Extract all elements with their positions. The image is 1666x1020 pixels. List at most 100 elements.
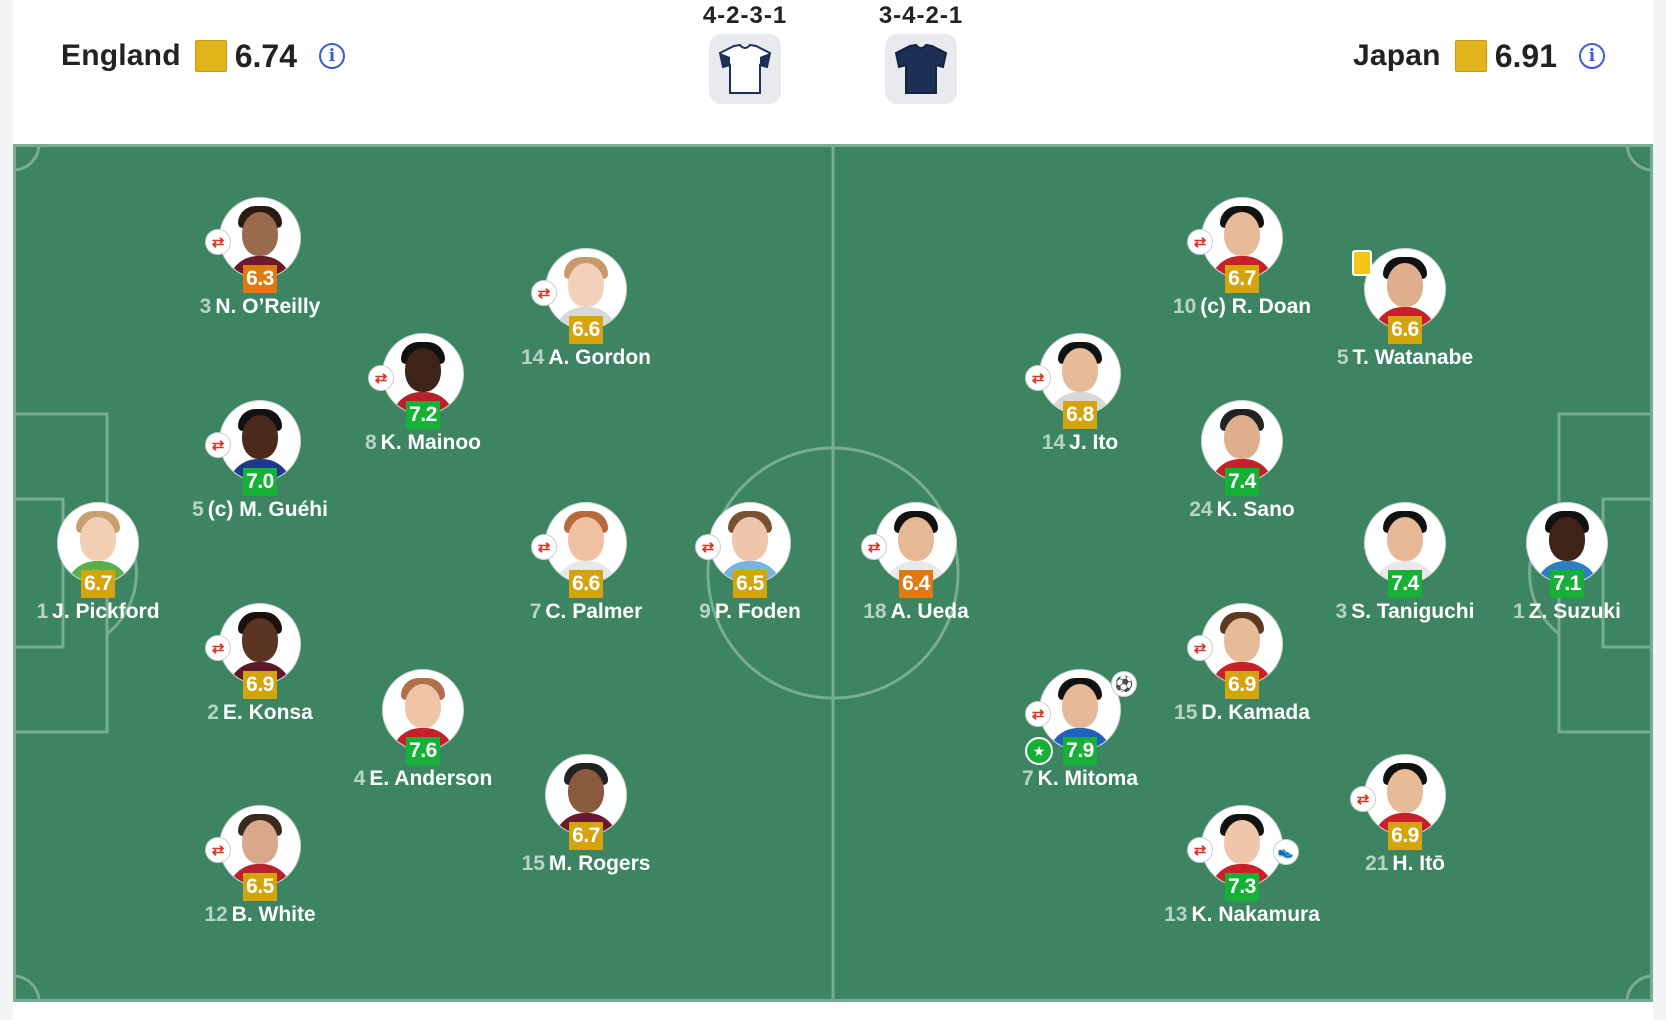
lineup-header: England 6.74 i 4-2-3-1 3-4-2-1 — [13, 0, 1653, 144]
player-number: 14 — [520, 346, 545, 369]
player-number: 2 — [207, 701, 219, 724]
player-rating: 6.7 — [1225, 265, 1259, 293]
away-team-name[interactable]: Japan — [1353, 39, 1441, 72]
home-team: England 6.74 i — [61, 34, 346, 78]
substitution-icon: ⇄ — [1025, 365, 1051, 391]
player-number: 5 — [1336, 346, 1349, 369]
substitution-icon: ⇄ — [861, 534, 887, 560]
player-number: 7 — [1021, 767, 1034, 790]
player-number: 7 — [529, 600, 542, 623]
substitution-icon: ⇄ — [1187, 837, 1213, 863]
player-number: 18 — [863, 600, 887, 623]
player-name-text: Z. Suzuki — [1528, 600, 1621, 623]
player-name-text: K. Mitoma — [1037, 767, 1139, 790]
goal-icon: ⚽ — [1111, 671, 1137, 697]
player-rating: 7.2 — [406, 401, 440, 429]
star-icon: ★ — [1025, 737, 1053, 765]
substitution-icon: ⇄ — [531, 280, 557, 306]
player-number: 14 — [1041, 431, 1066, 454]
player-name-text: A. Ueda — [890, 600, 969, 623]
player-rating: 7.6 — [406, 737, 440, 765]
player-name-text: E. Konsa — [222, 701, 313, 724]
player-name-text: C. Palmer — [545, 600, 643, 623]
info-icon[interactable]: i — [1579, 43, 1605, 69]
player-rating: 6.6 — [1388, 316, 1422, 344]
player-rating: 6.5 — [243, 873, 277, 901]
player-name-text: (c) R. Doan — [1200, 295, 1312, 318]
pitch-lines — [13, 144, 1653, 1002]
player-rating: 6.5 — [733, 570, 767, 598]
player-name-text: H. Itō — [1392, 852, 1445, 875]
player-number: 13 — [1164, 903, 1188, 926]
player-rating: 7.4 — [1388, 570, 1422, 598]
home-formation: 4-2-3-1 — [685, 2, 805, 104]
player-name-text: P. Foden — [714, 600, 801, 623]
player-name-text: K. Nakamura — [1191, 903, 1320, 926]
player-name-text: E. Anderson — [369, 767, 493, 790]
home-team-name[interactable]: England — [61, 39, 181, 72]
substitution-icon: ⇄ — [1350, 786, 1376, 812]
player-card[interactable]: ⇄ 7.0 5(c) M. Guéhi — [170, 400, 350, 522]
substitution-icon: ⇄ — [531, 534, 557, 560]
substitution-icon: ⇄ — [205, 432, 231, 458]
player-rating: 6.8 — [1063, 401, 1097, 429]
player-rating: 7.3 — [1225, 873, 1259, 901]
player-rating: 6.9 — [243, 671, 277, 699]
player-rating: 6.7 — [81, 570, 115, 598]
player-name-text: J. Pickford — [52, 600, 160, 623]
player-number: 21 — [1365, 852, 1389, 875]
player-rating: 6.7 — [569, 822, 603, 850]
player-number: 4 — [353, 767, 366, 790]
info-icon[interactable]: i — [319, 43, 346, 69]
boot-icon: 👟 — [1273, 839, 1299, 865]
player-number: 3 — [1335, 600, 1348, 623]
player-avatar — [545, 754, 627, 836]
player-card[interactable]: ⇄ 6.7 10(c) R. Doan — [1152, 197, 1332, 319]
home-shirt-icon — [718, 43, 772, 94]
away-team-rating: 6.91 — [1494, 37, 1557, 74]
player-rating: 7.1 — [1550, 570, 1584, 598]
player-rating: 6.6 — [569, 316, 603, 344]
player-number: 24 — [1189, 498, 1213, 521]
player-number: 9 — [699, 600, 711, 623]
away-team: Japan 6.91 i — [1353, 34, 1605, 78]
player-rating: 7.9 — [1063, 737, 1097, 765]
away-formation-label: 3-4-2-1 — [878, 2, 964, 29]
away-kit — [885, 34, 957, 104]
substitution-icon: ⇄ — [205, 837, 231, 863]
player-name: 5(c) M. Guéhi — [170, 498, 350, 522]
